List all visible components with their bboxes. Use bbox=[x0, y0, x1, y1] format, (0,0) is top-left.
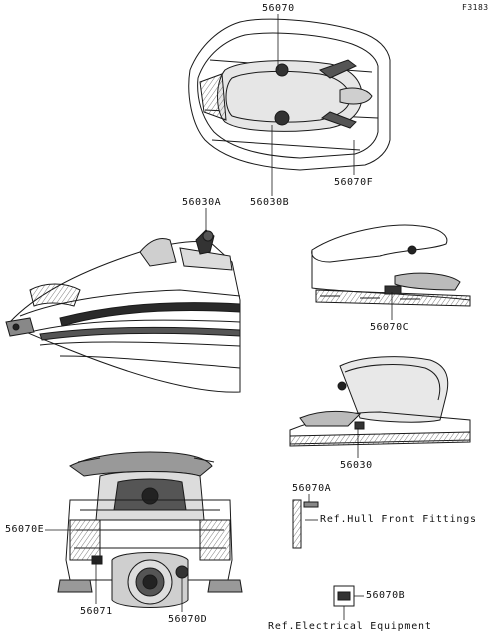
callout-56030a: 56030A bbox=[182, 197, 222, 208]
callout-56070: 56070 bbox=[262, 3, 295, 14]
callout-56070b: 56070B bbox=[366, 590, 406, 601]
top-view-hull bbox=[188, 18, 391, 171]
callout-56070a: 56070A bbox=[292, 483, 332, 494]
ref-electrical-equipment: Ref.Electrical Equipment bbox=[268, 621, 432, 632]
rear-view-hull bbox=[57, 451, 243, 608]
side-panel-rear-right bbox=[289, 356, 471, 447]
part-56070b-sticker bbox=[333, 585, 355, 607]
part-56070a-strip bbox=[292, 499, 319, 549]
callout-56070d: 56070D bbox=[168, 614, 208, 625]
side-view-bow bbox=[5, 229, 241, 393]
side-panel-rear-left bbox=[289, 224, 471, 317]
callout-56030: 56030 bbox=[340, 460, 373, 471]
leader-lines bbox=[45, 14, 393, 620]
callout-56030b: 56030B bbox=[250, 197, 290, 208]
callout-56070e: 56070E bbox=[5, 524, 45, 535]
figure-code: F3183 bbox=[462, 3, 489, 12]
ref-hull-front-fittings: Ref.Hull Front Fittings bbox=[320, 514, 477, 525]
callout-56070f: 56070F bbox=[334, 177, 374, 188]
callout-56071: 56071 bbox=[80, 606, 113, 617]
callout-56070c: 56070C bbox=[370, 322, 410, 333]
